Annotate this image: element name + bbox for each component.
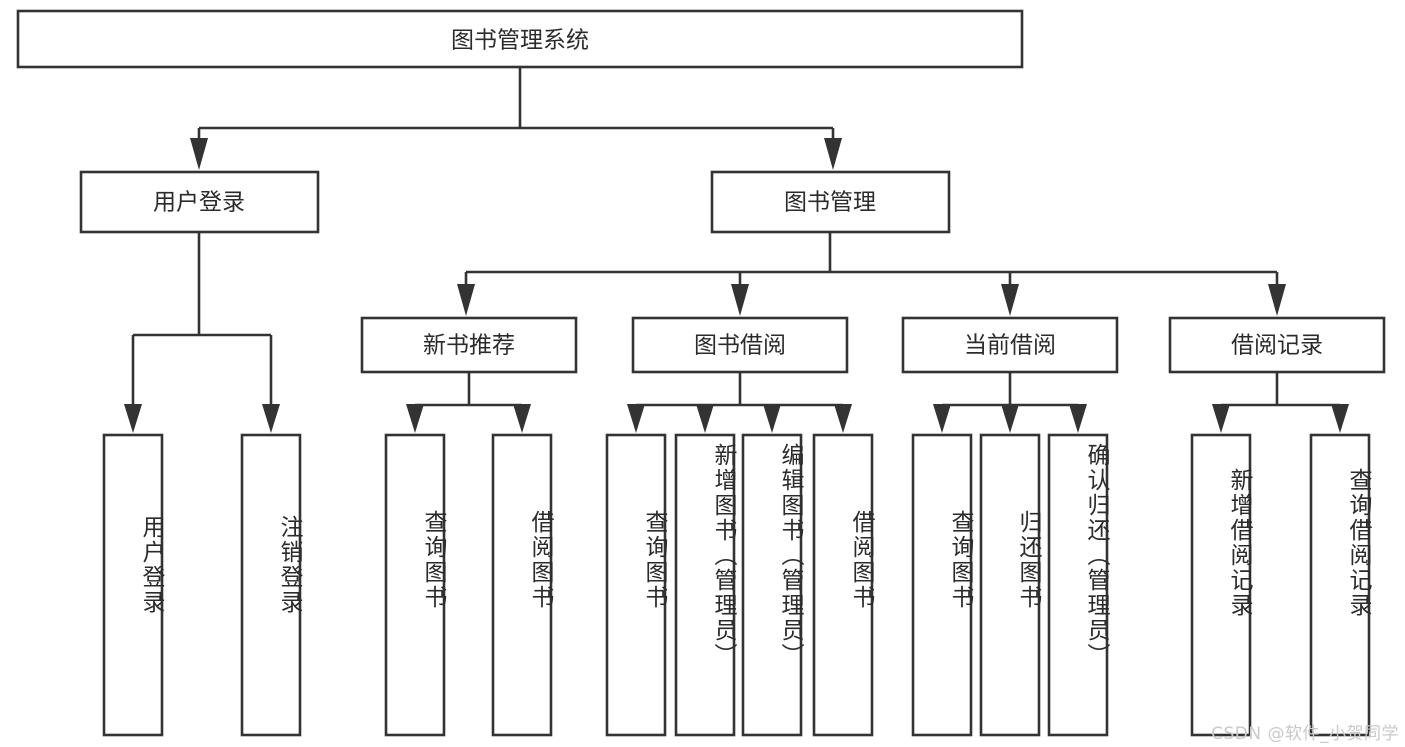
- leaf-box-nbr-query-book[interactable]: [384, 433, 446, 737]
- arrow-br-leaf-1: [1212, 404, 1230, 433]
- connector-book-borrow-to-leaves: [627, 372, 852, 433]
- new-book-recommend-label: 新书推荐: [423, 333, 515, 359]
- arrow-bb-leaf-1: [627, 404, 645, 433]
- root-box[interactable]: [16, 9, 1024, 69]
- arrow-bb-leaf-2: [696, 404, 714, 433]
- leaf-box-cb-return-book[interactable]: [979, 433, 1041, 737]
- leaf-box-nbr-borrow-book[interactable]: [491, 433, 553, 737]
- node-borrow-record[interactable]: 借阅记录: [1168, 316, 1386, 374]
- arrow-cb-leaf-2: [1001, 404, 1019, 433]
- new-book-recommend-box[interactable]: [360, 316, 578, 374]
- leaf-box-br-query-record[interactable]: [1309, 433, 1371, 737]
- connector-user-login-to-leaves: [124, 232, 280, 433]
- borrow-record-box[interactable]: [1168, 316, 1386, 374]
- leaf-box-logout[interactable]: [240, 433, 302, 737]
- leaf-box-cb-query-book[interactable]: [911, 433, 973, 737]
- arrow-to-current-borrow: [1001, 284, 1019, 316]
- root-label: 图书管理系统: [451, 28, 589, 54]
- book-management-box[interactable]: [710, 170, 951, 234]
- connector-root-to-level2: [190, 67, 842, 170]
- leaf-box-bb-edit-book[interactable]: [741, 433, 803, 737]
- leaf-box-bb-borrow-book[interactable]: [812, 433, 874, 737]
- leaf-box-cb-confirm-return[interactable]: [1047, 433, 1109, 737]
- connector-new-book-recommend-to-leaves: [406, 372, 531, 433]
- arrow-cb-leaf-3: [1069, 404, 1087, 433]
- connector-book-management-to-level3: [457, 232, 1286, 316]
- arrow-bb-leaf-4: [834, 404, 852, 433]
- arrow-to-user-login: [190, 138, 208, 170]
- current-borrow-label: 当前借阅: [964, 333, 1056, 359]
- node-new-book-recommend[interactable]: 新书推荐: [360, 316, 578, 374]
- borrow-record-label: 借阅记录: [1231, 333, 1323, 359]
- node-book-borrow[interactable]: 图书借阅: [631, 316, 849, 374]
- leaf-box-user-login[interactable]: [102, 433, 164, 737]
- arrow-to-leaf-logout: [262, 404, 280, 433]
- arrow-nbr-leaf-1: [406, 404, 424, 433]
- arrow-to-new-book-recommend: [457, 284, 475, 316]
- arrow-br-leaf-2: [1331, 404, 1349, 433]
- arrow-to-borrow-record: [1268, 284, 1286, 316]
- node-current-borrow[interactable]: 当前借阅: [901, 316, 1119, 374]
- arrow-to-leaf-user-login: [124, 404, 142, 433]
- node-root-system[interactable]: 图书管理系统: [16, 9, 1024, 69]
- book-management-label: 图书管理: [784, 190, 876, 216]
- current-borrow-box[interactable]: [901, 316, 1119, 374]
- arrow-nbr-leaf-2: [513, 404, 531, 433]
- book-borrow-box[interactable]: [631, 316, 849, 374]
- connector-current-borrow-to-leaves: [933, 372, 1087, 433]
- user-login-label: 用户登录: [153, 190, 245, 216]
- leaf-box-bb-query-book[interactable]: [605, 433, 667, 737]
- leaf-box-bb-add-book[interactable]: [674, 433, 736, 737]
- arrow-to-book-borrow: [731, 284, 749, 316]
- connector-borrow-record-to-leaves: [1212, 372, 1349, 433]
- csdn-watermark: CSDN @软件_小贺同学: [1211, 724, 1399, 744]
- node-user-login[interactable]: 用户登录: [79, 170, 320, 234]
- node-book-management[interactable]: 图书管理: [710, 170, 951, 234]
- arrow-cb-leaf-1: [933, 404, 951, 433]
- book-borrow-label: 图书借阅: [694, 333, 786, 359]
- arrow-to-book-management: [824, 138, 842, 170]
- arrow-bb-leaf-3: [763, 404, 781, 433]
- leaf-box-br-add-record[interactable]: [1190, 433, 1252, 737]
